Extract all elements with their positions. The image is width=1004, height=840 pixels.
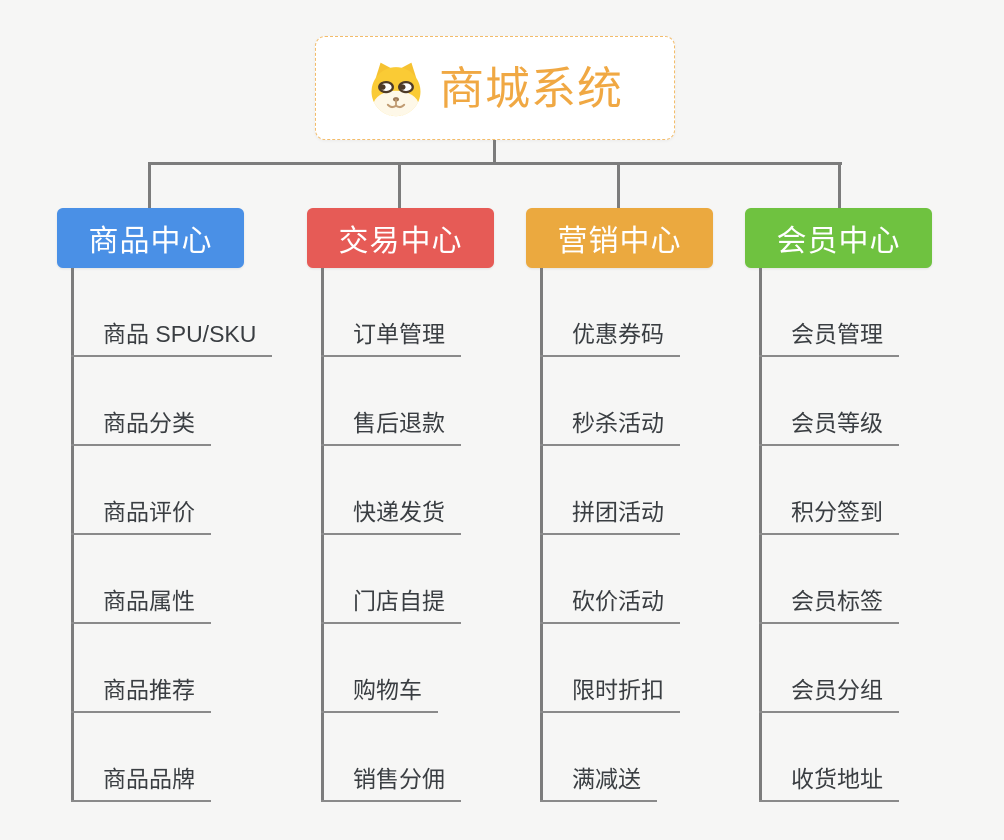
leaf-item[interactable]: 砍价活动 [540, 535, 680, 624]
connector-drop-product [148, 163, 151, 208]
connector-drop-member [838, 163, 841, 208]
leaf-item[interactable]: 拼团活动 [540, 446, 680, 535]
trunk-line-marketing [540, 268, 543, 802]
leaf-item[interactable]: 满减送 [540, 713, 657, 802]
leaf-column-marketing: 优惠券码 秒杀活动 拼团活动 砍价活动 限时折扣 满减送 [540, 268, 680, 802]
leaf-item[interactable]: 限时折扣 [540, 624, 680, 713]
leaf-item[interactable]: 会员管理 [759, 268, 899, 357]
doge-icon [371, 62, 421, 117]
leaf-item[interactable]: 商品品牌 [71, 713, 211, 802]
leaf-item[interactable]: 快递发货 [321, 446, 461, 535]
leaf-item[interactable]: 收货地址 [759, 713, 899, 802]
trunk-line-trade [321, 268, 324, 802]
leaf-item[interactable]: 售后退款 [321, 357, 461, 446]
leaf-item[interactable]: 会员标签 [759, 535, 899, 624]
connector-drop-marketing [617, 163, 620, 208]
leaf-item[interactable]: 门店自提 [321, 535, 461, 624]
leaf-item[interactable]: 购物车 [321, 624, 438, 713]
leaf-item[interactable]: 商品评价 [71, 446, 211, 535]
connector-horizontal-bar [148, 162, 842, 165]
leaf-column-member: 会员管理 会员等级 积分签到 会员标签 会员分组 收货地址 [759, 268, 899, 802]
trunk-line-member [759, 268, 762, 802]
branch-box-marketing-center[interactable]: 营销中心 [526, 208, 713, 268]
leaf-item[interactable]: 订单管理 [321, 268, 461, 357]
connector-root-stub [493, 140, 496, 164]
leaf-item[interactable]: 商品属性 [71, 535, 211, 624]
leaf-column-trade: 订单管理 售后退款 快递发货 门店自提 购物车 销售分佣 [321, 268, 461, 802]
leaf-item[interactable]: 商品推荐 [71, 624, 211, 713]
root-title: 商城系统 [438, 62, 623, 114]
leaf-item[interactable]: 会员分组 [759, 624, 899, 713]
root-node[interactable]: 商城系统 [315, 36, 675, 140]
branch-box-trade-center[interactable]: 交易中心 [307, 208, 494, 268]
leaf-item[interactable]: 秒杀活动 [540, 357, 680, 446]
leaf-item[interactable]: 商品 SPU/SKU [71, 268, 273, 357]
leaf-column-product: 商品 SPU/SKU 商品分类 商品评价 商品属性 商品推荐 商品品牌 [71, 268, 273, 802]
trunk-line-product [71, 268, 74, 802]
leaf-item[interactable]: 优惠券码 [540, 268, 680, 357]
branch-box-member-center[interactable]: 会员中心 [745, 208, 932, 268]
branch-box-product-center[interactable]: 商品中心 [57, 208, 244, 268]
leaf-item[interactable]: 会员等级 [759, 357, 899, 446]
leaf-item[interactable]: 商品分类 [71, 357, 211, 446]
leaf-item[interactable]: 销售分佣 [321, 713, 461, 802]
leaf-item[interactable]: 积分签到 [759, 446, 899, 535]
connector-drop-trade [398, 163, 401, 208]
